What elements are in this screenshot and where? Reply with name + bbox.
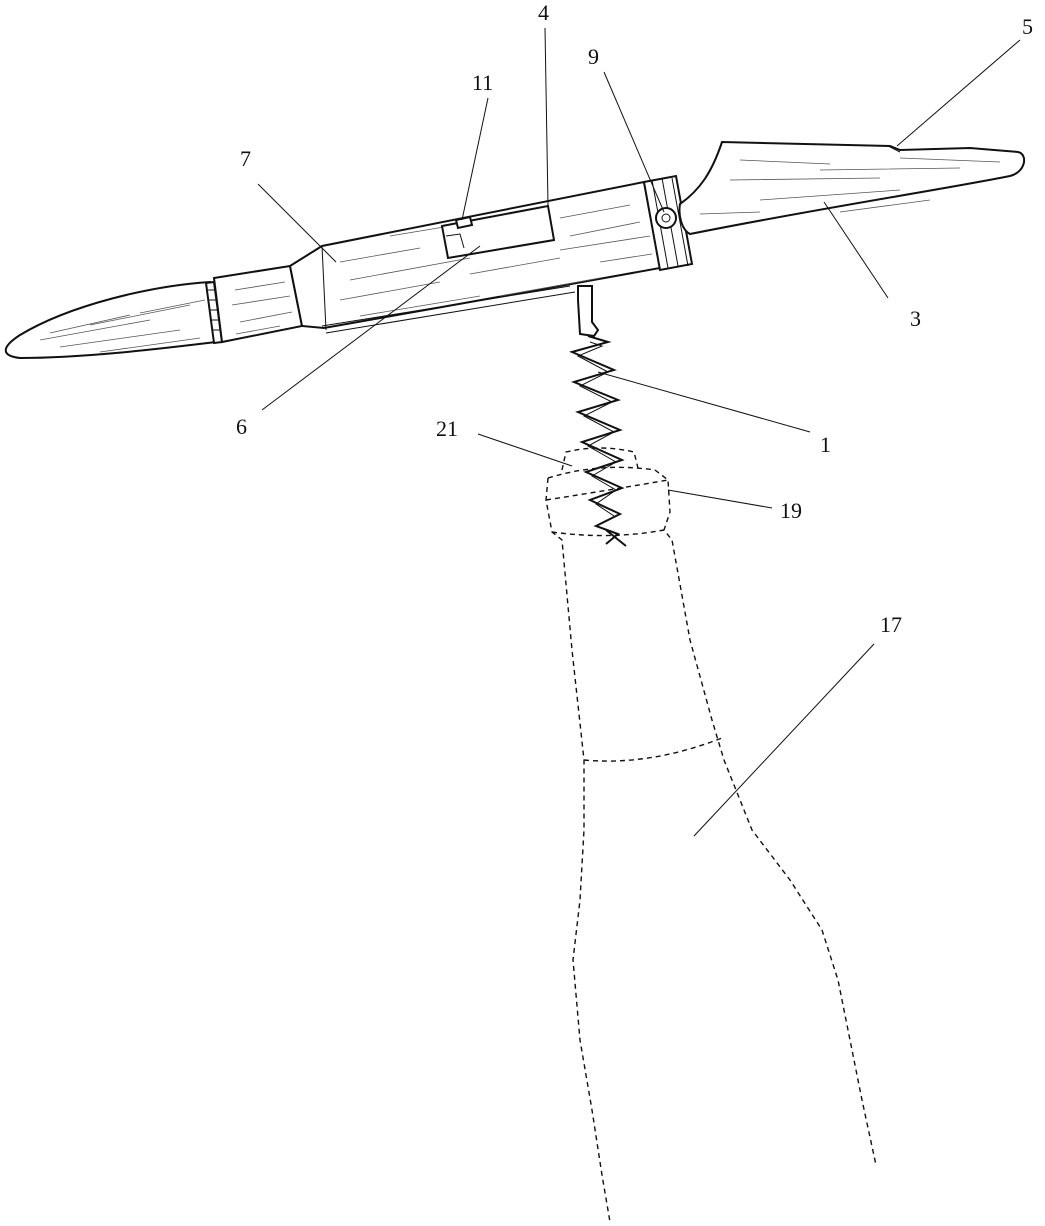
casing-neck (212, 264, 304, 344)
leader-19 (667, 489, 773, 509)
label-9: 9 (588, 44, 599, 69)
leader-5 (896, 39, 1021, 147)
leader-4 (544, 27, 549, 207)
helix-shank (577, 285, 600, 338)
cork (561, 447, 639, 471)
label-4: 4 (538, 0, 549, 25)
bullet-tip (4, 280, 218, 360)
bottle-lip-lower (551, 529, 665, 537)
label-3: 3 (910, 306, 921, 331)
casing-main (288, 180, 662, 330)
bottle-neck-ring (583, 737, 723, 762)
label-17: 17 (880, 612, 902, 637)
leader-7 (257, 183, 337, 263)
label-11: 11 (472, 70, 493, 95)
label-7: 7 (240, 146, 251, 171)
leader-11 (461, 97, 489, 221)
hinge-pin (655, 207, 677, 229)
helix (568, 285, 627, 547)
leader-3 (823, 201, 889, 299)
leader-6 (261, 245, 481, 411)
label-1: 1 (820, 432, 831, 457)
leader-lines (257, 27, 1021, 837)
leader-17 (693, 643, 875, 837)
bottle-lip-band (545, 479, 669, 501)
helix-coil (568, 335, 625, 545)
bottle (545, 447, 877, 1223)
corkscrew-body (4, 174, 694, 360)
bottle-right-outline (654, 469, 877, 1166)
label-19: 19 (780, 498, 802, 523)
label-21: 21 (436, 416, 458, 441)
lever (678, 140, 1026, 236)
label-6: 6 (236, 414, 247, 439)
reference-numerals: 1 3 4 5 6 7 9 11 17 19 21 (236, 0, 1033, 637)
bottle-lip-top (547, 466, 656, 479)
bottle-left-outline (545, 477, 611, 1223)
slot-4 (440, 204, 556, 260)
leader-9 (603, 71, 665, 213)
leader-1 (597, 371, 811, 433)
label-5: 5 (1022, 14, 1033, 39)
leader-21 (477, 433, 573, 467)
lever-arm (678, 140, 1026, 236)
